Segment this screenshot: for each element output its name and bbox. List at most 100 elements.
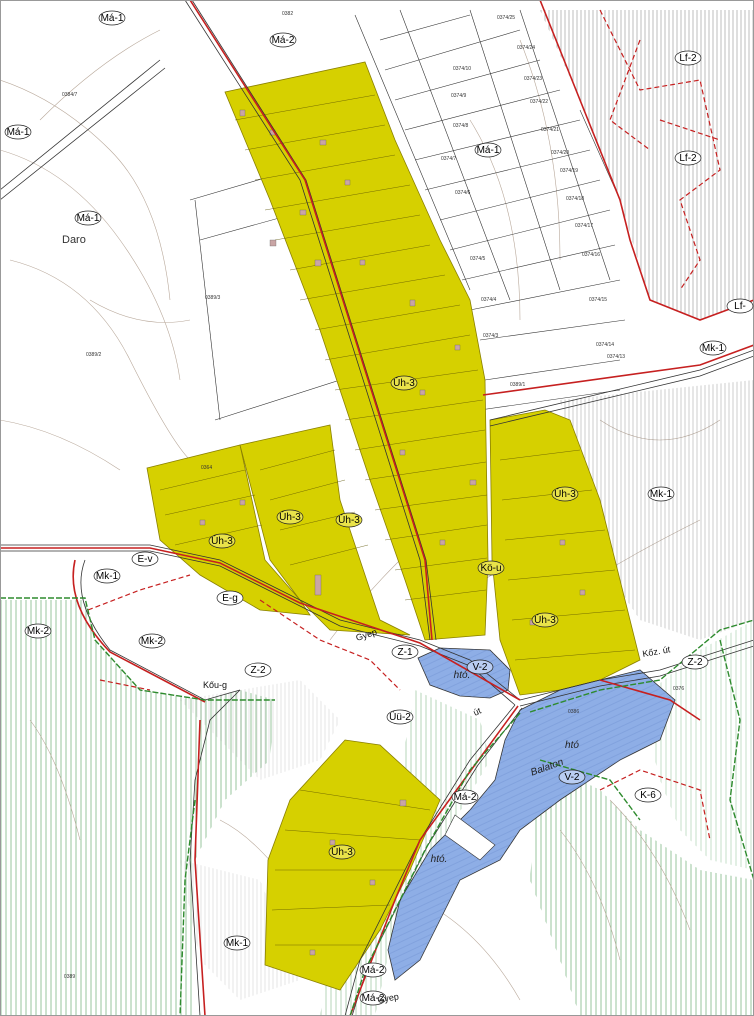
parcel-number: 0389/3 [205,295,221,301]
zone-label-bubble [223,935,251,951]
zone-code: Má-1 [77,213,100,224]
zone-label-bubble [24,623,52,639]
zone-label[interactable]: Má-1 [74,210,102,226]
zone-code: Má-2 [272,35,295,46]
zone-code: Úh-3 [279,510,301,523]
zone-label-bubble [138,633,166,649]
zone-labels: Má-1Má-2Má-1Má-1Má-1Lf-2Lf-2Lf-Mk-1Mk-1Ú… [4,10,754,1006]
zone-label[interactable]: Má-2 [269,32,297,48]
parcel-number: 0389 [64,974,75,980]
water-label: htó. [431,854,448,865]
zone-label[interactable]: Z-2 [244,662,272,678]
zone-label[interactable]: Má-1 [98,10,126,26]
zone-label[interactable]: Lf- [726,298,754,314]
parcel-number: 0374/16 [582,252,600,258]
place-name: Daro [62,234,86,246]
zone-label-bubble [634,787,662,803]
zone-label-bubble [131,551,159,567]
zone-label[interactable]: Mk-2 [24,623,52,639]
parcel-number: 0374/17 [575,223,593,229]
zone-label[interactable]: E-v [131,551,159,567]
parcel-number: 0374/7 [441,156,457,162]
zone-label[interactable]: E-g [216,590,244,606]
zone-label[interactable]: Mk-2 [138,633,166,649]
zone-code: Z-1 [398,647,413,658]
zone-label[interactable]: Úh-3 [208,533,236,549]
zone-label[interactable]: Má-2 [359,990,387,1006]
protected-area-lines [0,597,754,1016]
zone-label-bubble [216,590,244,606]
zone-code: Z-2 [251,665,266,676]
zone-label-bubble [93,568,121,584]
parcel-number: 0374/8 [453,123,469,129]
zone-code: Má-2 [362,965,385,976]
parcel-number: 0374/18 [566,196,584,202]
water-label: htó [565,740,579,751]
parcel-number: 0389/1 [510,382,526,388]
zone-label-bubble [391,644,419,660]
zone-code: Mk-2 [27,626,50,637]
zone-label-bubble [276,509,304,525]
zone-label-bubble [466,659,494,675]
zone-label[interactable]: Úh-3 [531,612,559,628]
zone-label-bubble [4,124,32,140]
zone-label-bubble [335,512,363,528]
zone-label[interactable]: Úh-3 [551,486,579,502]
parcel-number: 0374/3 [483,333,499,339]
parcel-number: 0374/10 [453,66,471,72]
zone-label-bubble [474,142,502,158]
zone-label-bubble [74,210,102,226]
zone-code: Z-2 [688,657,703,668]
zone-label[interactable]: Má-2 [359,962,387,978]
zone-label[interactable]: Mk-1 [93,568,121,584]
zone-code: Má-2 [362,993,385,1004]
zone-label[interactable]: K-6 [634,787,662,803]
zone-code: Üü-2 [389,711,411,723]
zone-label[interactable]: Üü-2 [386,709,414,725]
zone-label-bubble [681,654,709,670]
zone-label[interactable]: Má-1 [474,142,502,158]
zone-label[interactable]: Lf-2 [674,150,702,166]
zone-code: Mk-1 [226,938,249,949]
parcel-number: 0374/15 [589,297,607,303]
zone-label[interactable]: V-2 [466,659,494,675]
zone-label[interactable]: Úh-3 [276,509,304,525]
parcel-number: 0374/24 [517,45,535,51]
zone-label[interactable]: V-2 [558,769,586,785]
parcel-number: 0376 [673,686,684,692]
parcel-number: 0374/22 [530,99,548,105]
zone-label[interactable]: Mk-1 [647,486,675,502]
zone-label[interactable]: Lf-2 [674,50,702,66]
existing-residential-parcels [180,10,754,1000]
zone-label-bubble [699,340,727,356]
zone-label[interactable]: Z-2 [681,654,709,670]
zone-code: Úh-3 [554,487,576,500]
zone-label-bubble [359,962,387,978]
parcel-number: 0374/23 [524,76,542,82]
road-label: Kőz. út [642,644,672,659]
parcel-number: 0374/9 [451,93,467,99]
zone-label-bubble [208,533,236,549]
zone-code: Úh-3 [338,513,360,526]
zone-label[interactable]: Kö-u [477,560,505,576]
parcel-number: 0374/4 [481,297,497,303]
zone-label[interactable]: Úh-3 [335,512,363,528]
zone-label[interactable]: Úh-3 [328,844,356,860]
zone-label[interactable]: Mk-1 [699,340,727,356]
zone-label-bubble [477,560,505,576]
zone-code: Úh-3 [331,845,353,858]
zone-label[interactable]: Má-1 [4,124,32,140]
zone-label[interactable]: Mk-1 [223,935,251,951]
zone-code: Má-1 [477,145,500,156]
zone-label[interactable]: Má-2 [451,789,479,805]
zone-label-bubble [551,486,579,502]
zone-label[interactable]: Úh-3 [390,375,418,391]
zone-label-bubble [674,150,702,166]
zone-label[interactable]: Z-1 [391,644,419,660]
parcel-number: 0382 [282,11,293,17]
parcel-number: 0389/2 [86,352,102,358]
zone-label-bubble [531,612,559,628]
zone-code: Lf-2 [679,53,697,64]
